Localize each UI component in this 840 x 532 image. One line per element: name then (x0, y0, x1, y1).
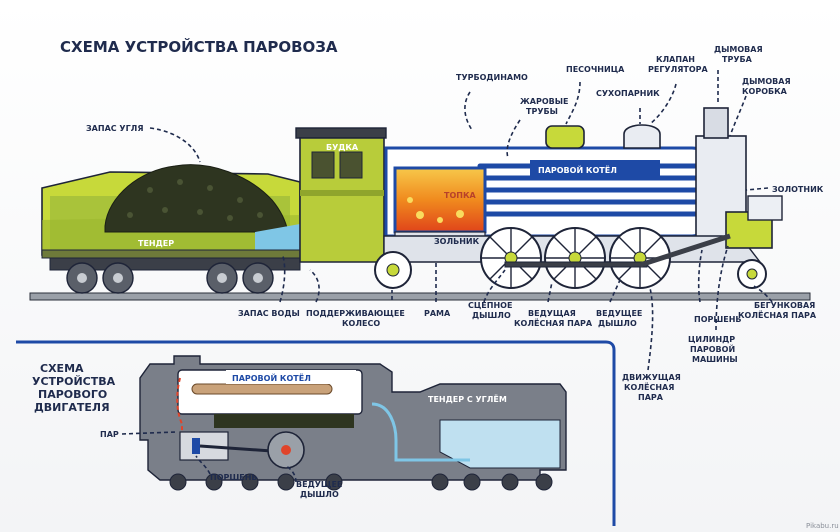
label-sandbox: ПЕСОЧНИЦА (566, 65, 625, 74)
label-driven-wheels-1: ВЕДУЩАЯ (528, 309, 576, 318)
label-coupling-1: СЦЕПНОЕ (468, 301, 512, 310)
leader-lines (149, 70, 773, 371)
label-coal-supply: ЗАПАС УГЛЯ (86, 124, 144, 133)
label-water-supply: ЗАПАС ВОДЫ (238, 309, 300, 318)
label-turbodynamo: ТУРБОДИНАМО (456, 73, 528, 82)
inset-label-boiler: ПАРОВОЙ КОТЁЛ (232, 372, 311, 383)
label-tender: ТЕНДЕР (138, 239, 174, 248)
label-cylinder-1: ЦИЛИНДР (688, 335, 735, 344)
label-regulator-2: РЕГУЛЯТОРА (648, 65, 709, 74)
label-fire-tubes-2: ТРУБЫ (526, 107, 558, 116)
inset-label-steam: ПАР (100, 430, 119, 439)
label-driven-wheels-2: КОЛЁСНАЯ ПАРА (514, 318, 593, 328)
inset-title-4: ДВИГАТЕЛЯ (34, 401, 110, 414)
rail (29, 292, 811, 301)
label-chimney-2: ТРУБА (722, 55, 753, 64)
label-cylinder-2: ПАРОВОЙ (690, 343, 735, 354)
label-main-rod-1: ВЕДУЩЕЕ (596, 309, 642, 318)
label-driving-wheels-3: ПАРА (638, 393, 664, 402)
label-driving-wheels-2: КОЛЁСНАЯ (624, 382, 674, 392)
inset-label-main-rod-2: ДЫШЛО (300, 490, 339, 499)
label-pony-wheels-2: КОЛЁСНАЯ ПАРА (738, 310, 817, 320)
label-trailing-wheel-2: КОЛЕСО (342, 319, 380, 328)
page-title: СХЕМА УСТРОЙСТВА ПАРОВОЗА (60, 37, 338, 56)
inset-label-tender: ТЕНДЕР С УГЛЁМ (428, 394, 507, 404)
inset-title-2: УСТРОЙСТВА (32, 375, 116, 388)
label-firebox: ТОПКА (444, 191, 476, 200)
label-frame: РАМА (424, 309, 451, 318)
inset-title-1: СХЕМА (40, 362, 84, 375)
label-boiler: ПАРОВОЙ КОТЁЛ (538, 164, 617, 175)
watermark: Pikabu.ru (806, 522, 839, 530)
label-coupling-2: ДЫШЛО (472, 311, 511, 320)
label-main-rod-2: ДЫШЛО (598, 319, 637, 328)
inset-label-piston: ПОРШЕНЬ (210, 473, 258, 482)
label-regulator-1: КЛАПАН (656, 55, 695, 64)
label-driving-wheels-1: ДВИЖУЩАЯ (622, 373, 681, 382)
label-cab: БУДКА (326, 143, 359, 152)
inset-label-main-rod-1: ВЕДУЩЕЕ (296, 480, 342, 489)
label-smokebox-1: ДЫМОВАЯ (742, 77, 791, 86)
label-ash-pan: ЗОЛЬНИК (434, 237, 480, 246)
inset-panel: СХЕМА УСТРОЙСТВА ПАРОВОГО ДВИГАТЕЛЯ ПАРО… (16, 340, 616, 526)
label-piston: ПОРШЕНЬ (694, 315, 742, 324)
label-cylinder-3: МАШИНЫ (692, 355, 738, 364)
cab (295, 127, 387, 263)
label-chimney-1: ДЫМОВАЯ (714, 45, 763, 54)
label-fire-tubes-1: ЖАРОВЫЕ (520, 97, 569, 106)
label-pony-wheels-1: БЕГУНКОВАЯ (754, 301, 815, 310)
label-smokebox-2: КОРОБКА (742, 87, 788, 96)
locomotive-wheels (374, 227, 767, 289)
main-labels: ЗАПАС УГЛЯ БУДКА ТЕНДЕР ТОПКА ЗОЛЬНИК ТУ… (86, 45, 824, 402)
label-slide-valve: ЗОЛОТНИК (772, 185, 824, 194)
label-trailing-wheel-1: ПОДДЕРЖИВАЮЩЕЕ (306, 309, 405, 318)
label-steam-dome: СУХОПАРНИК (596, 89, 660, 98)
inset-title-3: ПАРОВОГО (38, 388, 107, 401)
boiler (384, 107, 747, 245)
